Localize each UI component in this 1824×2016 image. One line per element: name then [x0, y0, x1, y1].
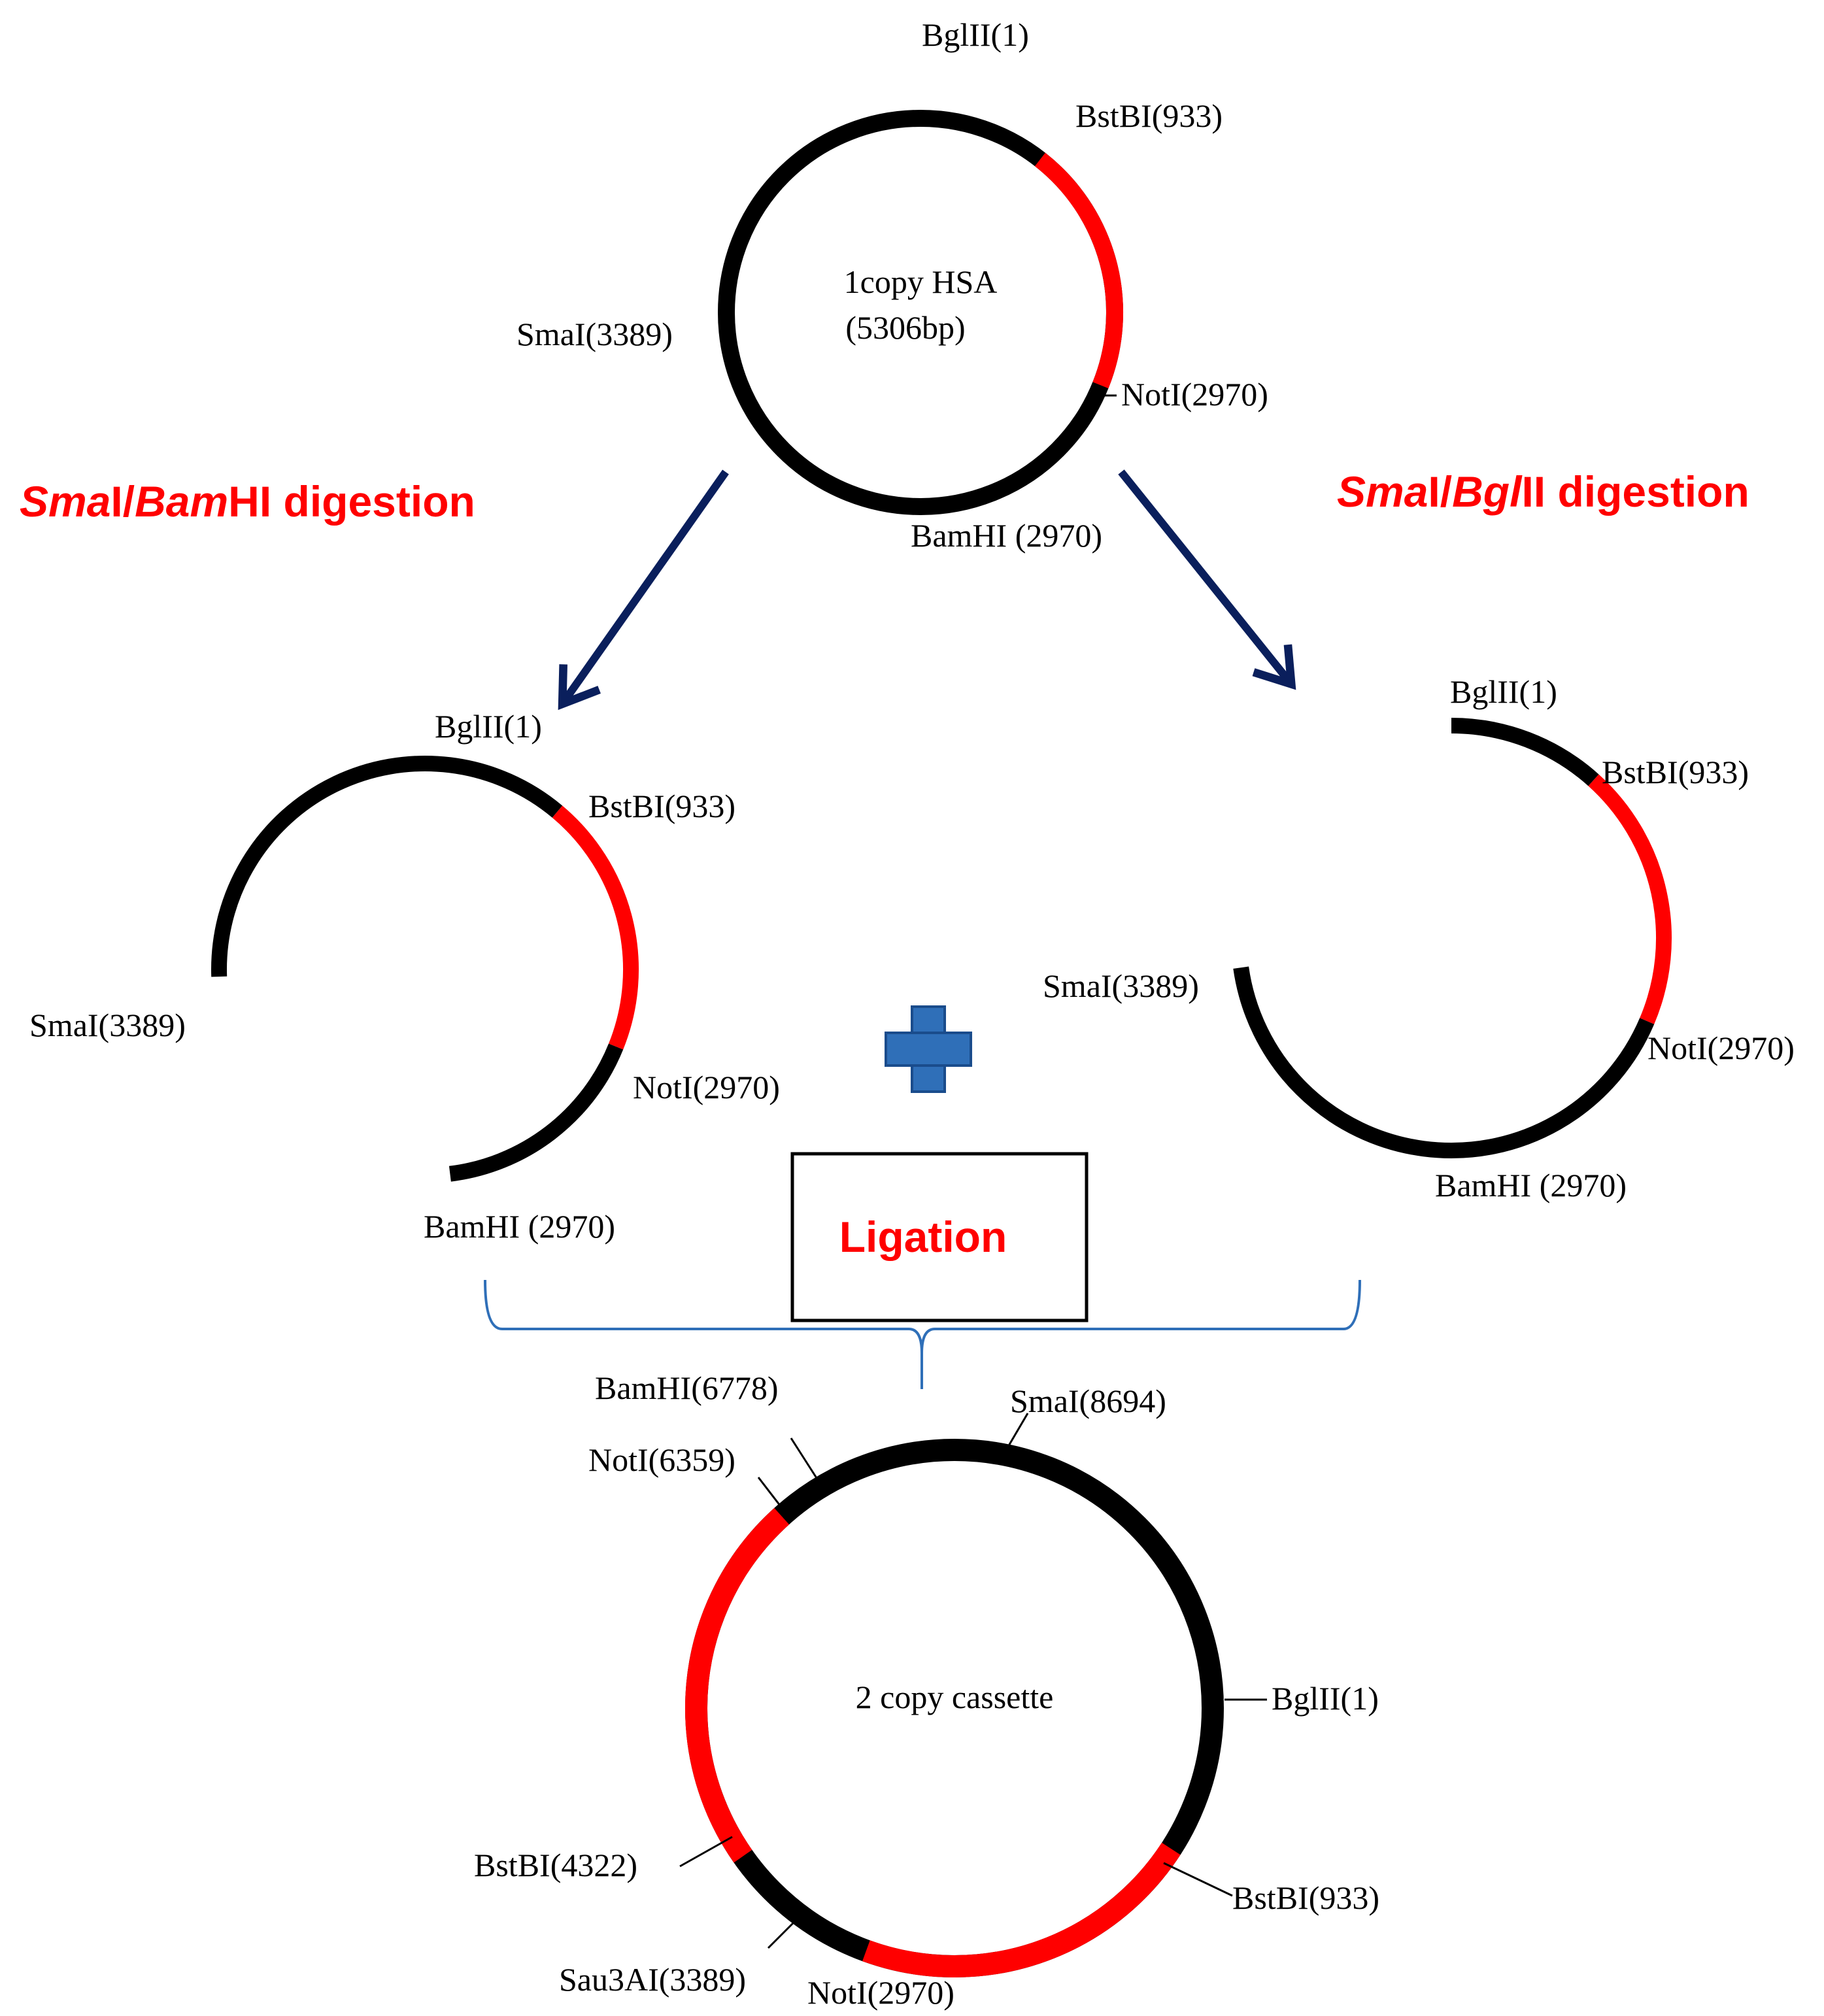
right-fragment: BglII(1) BstBI(933) SmaI(3389) NotI(2970… [1043, 673, 1795, 1203]
left-site-bamhi: BamHI (2970) [424, 1208, 615, 1245]
top-plasmid: 1copy HSA (5306bp) BglII(1) BstBI(933) S… [516, 16, 1268, 554]
top-plasmid-insert [1034, 152, 1124, 389]
ligation-label: Ligation [839, 1213, 1007, 1261]
bottom-site-noti-bottom: NotI(2970) [807, 1974, 954, 2011]
top-site-smai: SmaI(3389) [516, 316, 673, 352]
ligation-box [790, 1152, 1089, 1322]
bottom-plasmid-insert-2 [862, 1842, 1181, 1977]
right-site-bglii: BglII(1) [1450, 673, 1557, 710]
top-plasmid-size: (5306bp) [845, 309, 965, 346]
bottom-plasmid: 2 copy cassette BamHI(6778) SmaI(8694) N… [474, 1369, 1379, 2011]
top-plasmid-name: 1copy HSA [844, 263, 998, 300]
right-fragment-backbone [1233, 966, 1655, 1158]
bottom-site-bstbi-right: BstBI(933) [1232, 1879, 1379, 1916]
plus-icon [885, 1005, 972, 1093]
right-site-bstbi: BstBI(933) [1602, 754, 1749, 790]
bottom-site-sau3ai: Sau3AI(3389) [559, 1961, 746, 1998]
right-site-bamhi: BamHI (2970) [1435, 1167, 1627, 1203]
top-site-bamhi: BamHI (2970) [911, 517, 1102, 554]
bottom-leader-lines [679, 1413, 1267, 1949]
arrow-right [1118, 469, 1296, 690]
bottom-site-bglii: BglII(1) [1272, 1680, 1379, 1717]
left-fragment-insert [552, 805, 639, 1050]
right-fragment-insert [1588, 774, 1672, 1024]
left-site-bglii: BglII(1) [435, 708, 542, 745]
bottom-plasmid-name: 2 copy cassette [856, 1679, 1054, 1715]
digestion-label-right: SmaI/BglII digestion [1337, 467, 1749, 516]
top-site-bglii: BglII(1) [922, 16, 1029, 53]
arrow-left [558, 469, 729, 711]
left-site-smai: SmaI(3389) [29, 1007, 186, 1043]
bottom-plasmid-insert-1 [685, 1507, 790, 1863]
digestion-label-left: SmaI/BamHI digestion [20, 477, 475, 526]
top-site-bstbi: BstBI(933) [1075, 97, 1223, 134]
left-site-noti: NotI(2970) [633, 1069, 780, 1105]
bottom-site-bamhi: BamHI(6778) [595, 1369, 779, 1406]
right-site-noti: NotI(2970) [1647, 1030, 1795, 1066]
left-fragment-backbone-end [448, 1043, 624, 1182]
left-fragment-backbone [211, 756, 563, 977]
left-fragment: BglII(1) BstBI(933) SmaI(3389) NotI(2970… [29, 708, 780, 1245]
ligation-brace [484, 1279, 1361, 1389]
bottom-site-bstbi-left: BstBI(4322) [474, 1847, 637, 1883]
right-fragment-backbone-start [1451, 718, 1599, 786]
left-site-bstbi: BstBI(933) [588, 788, 735, 824]
bottom-site-noti-top: NotI(6359) [588, 1441, 735, 1478]
right-site-smai: SmaI(3389) [1043, 967, 1199, 1004]
top-site-noti: NotI(2970) [1121, 376, 1268, 412]
bottom-site-smai: SmaI(8694) [1010, 1383, 1166, 1419]
